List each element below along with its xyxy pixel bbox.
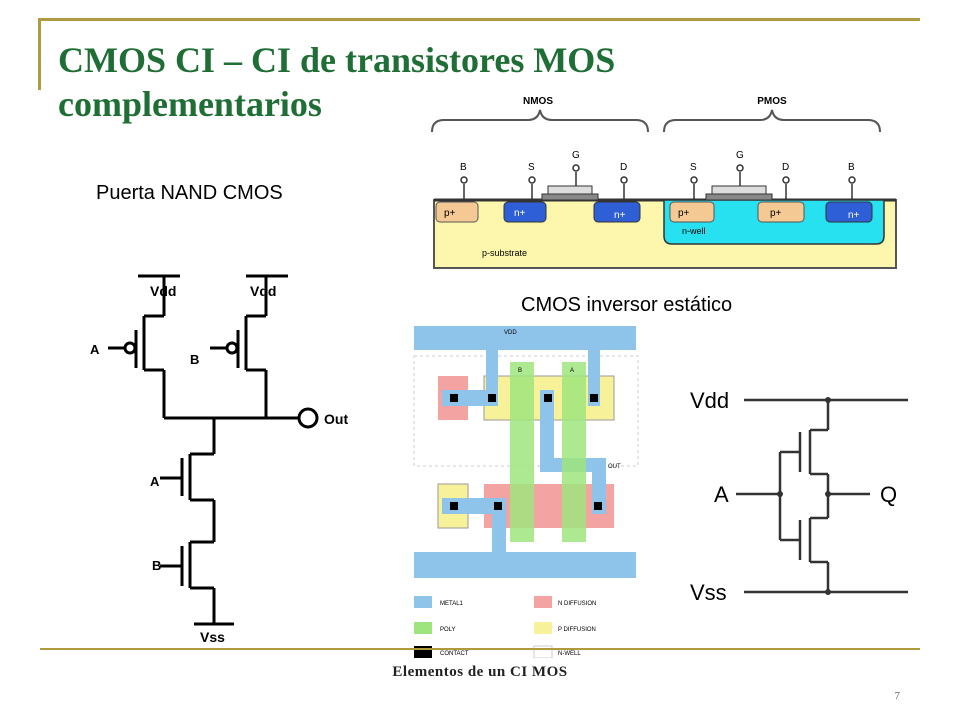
term-2: S: [528, 162, 535, 173]
top-rule: [40, 18, 920, 21]
region-4-label: p+: [678, 208, 690, 219]
pmos-gate-oxide: [705, 193, 773, 201]
footer-text: Elementos de un CI MOS: [392, 664, 568, 680]
legend-metal: METAL1: [440, 601, 464, 607]
layout-out: OUT: [608, 464, 621, 470]
metal-out-vert: [540, 390, 554, 472]
legend-nwell: N-WELL: [558, 651, 581, 657]
poly-a: [562, 362, 586, 542]
slide-title: CMOS CI – CI de transistores MOS complem…: [58, 38, 758, 126]
layout-vdd: VDD: [504, 330, 517, 336]
term-4: D: [620, 162, 627, 173]
junction-vdd: [825, 397, 831, 403]
inverter-caption: CMOS inversor estático: [521, 294, 733, 316]
region-2-label: n+: [514, 208, 526, 219]
nmos-label: NMOS: [523, 96, 553, 107]
inv-vdd: Vdd: [690, 388, 729, 413]
inv-q: Q: [880, 482, 897, 507]
term-3: G: [572, 150, 580, 161]
region-1-label: p+: [444, 208, 456, 219]
term-5: S: [690, 162, 697, 173]
junction-vss: [825, 589, 831, 595]
term-8: B: [848, 162, 855, 173]
region-6-label: n+: [848, 210, 860, 221]
region-3-label: n+: [614, 210, 626, 221]
nand-schematic: Vdd Vdd A B Out A B Vss: [90, 274, 348, 645]
legend-poly: POLY: [440, 627, 456, 633]
nand-vss: Vss: [200, 629, 225, 645]
bottom-rule: [40, 648, 920, 650]
nmos-gate-oxide: [541, 193, 599, 201]
title-line-1: CMOS CI – CI de transistores MOS: [58, 40, 616, 80]
cmos-layout: VDD B A OUT METAL1 N DIFFUSION POLY P DI…: [413, 326, 639, 658]
junction-out: [825, 491, 831, 497]
nand-vdd-1: Vdd: [150, 283, 176, 299]
terminals: [460, 164, 856, 200]
page-number: 7: [894, 690, 901, 702]
nand-in-b-top: B: [190, 352, 199, 367]
legend-ndiff-swatch: [534, 596, 552, 608]
pmos-label: PMOS: [757, 96, 787, 107]
substrate-label: p-substrate: [482, 248, 527, 258]
nand-in-a-top: A: [90, 342, 100, 357]
pmos-gate: [711, 185, 767, 195]
poly-b: [510, 362, 534, 542]
term-1: B: [460, 162, 467, 173]
contacts: [450, 394, 602, 510]
pmos-brace: [663, 109, 881, 133]
metal-strap-5: [492, 498, 506, 554]
legend-poly-swatch: [414, 622, 432, 634]
inverter-schematic: Vdd A Q Vss: [690, 388, 908, 605]
metal-vdd-rail: [414, 326, 636, 350]
nand-caption: Puerta NAND CMOS: [96, 182, 283, 204]
legend-pdiff-swatch: [534, 622, 552, 634]
nand-in-a-bot: A: [150, 474, 160, 489]
cmos-cross-section: NMOS PMOS n-well p-substrate p+ n+ n+ p+…: [431, 96, 897, 269]
left-rule: [38, 18, 41, 90]
inv-a: A: [714, 482, 729, 507]
nand-out: Out: [324, 411, 348, 427]
legend-metal-swatch: [414, 596, 432, 608]
region-4: [669, 201, 715, 223]
title-line-2: complementarios: [58, 84, 322, 124]
term-7: D: [782, 162, 789, 173]
metal-out-down: [592, 458, 606, 514]
nmos-brace: [431, 109, 649, 133]
region-5: [757, 201, 805, 223]
nand-vdd-2: Vdd: [250, 283, 276, 299]
region-5-label: p+: [770, 208, 782, 219]
term-6: G: [736, 150, 744, 161]
metal-strap-2: [588, 350, 600, 406]
legend-pdiff: P DIFFUSION: [558, 627, 596, 633]
region-2: [503, 201, 547, 223]
nmos-gate: [547, 185, 593, 195]
region-3: [593, 201, 641, 223]
metal-vss-rail: [414, 552, 636, 578]
layout-a: A: [570, 368, 574, 374]
layout-b: B: [518, 368, 522, 374]
legend-contact: CONTACT: [440, 651, 469, 657]
inv-vss: Vss: [690, 580, 727, 605]
nwell-label: n-well: [682, 226, 706, 236]
legend-ndiff: N DIFFUSION: [558, 601, 596, 607]
nand-in-b-bot: B: [152, 558, 161, 573]
junction-in: [777, 491, 783, 497]
region-6: [825, 201, 873, 223]
region-1: [435, 201, 479, 223]
